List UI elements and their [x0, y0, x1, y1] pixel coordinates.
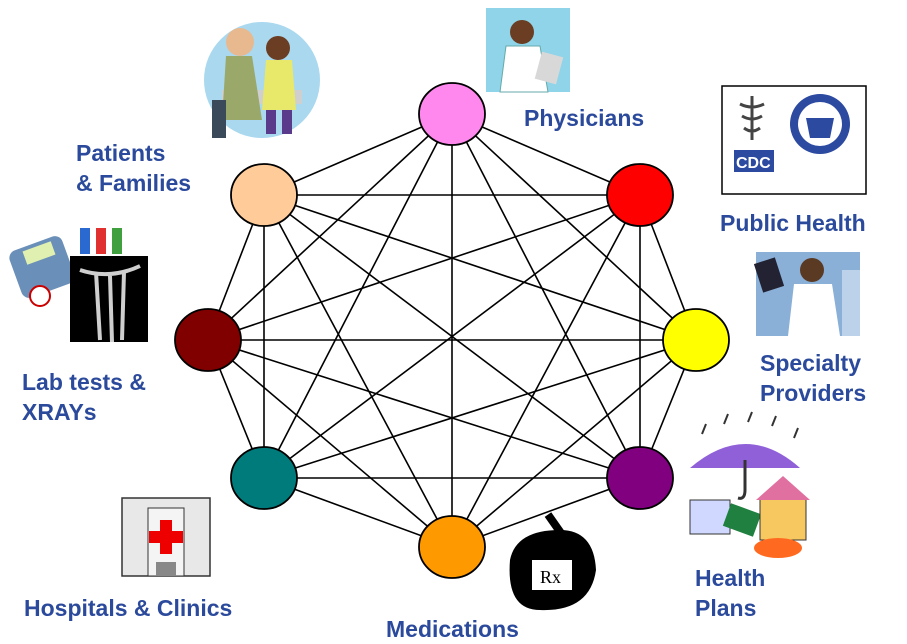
- edge-physicians-specialty-providers: [451, 113, 697, 341]
- node-specialty-providers: [662, 308, 730, 372]
- edge-physicians-public-health: [451, 113, 641, 196]
- node-lab-tests-xrays: [174, 308, 242, 372]
- edge-health-plans-lab-tests-xrays: [207, 339, 641, 479]
- node-hospitals-clinics: [230, 446, 298, 510]
- edge-physicians-hospitals-clinics: [263, 113, 453, 479]
- node-patients-families: [230, 163, 298, 227]
- label-line: Lab tests &: [22, 369, 146, 395]
- cdc-logo-text: CDC: [736, 155, 771, 172]
- physician-clipart: [486, 8, 570, 93]
- label-specialty-providers: Specialty Providers: [760, 348, 866, 408]
- edge-public-health-medications: [451, 194, 641, 548]
- label-line: Specialty: [760, 350, 861, 376]
- edge-specialty-providers-patients-families: [263, 194, 697, 341]
- node-medications: [418, 515, 486, 579]
- rx-mortar-clipart: Rx: [509, 512, 596, 611]
- edge-specialty-providers-medications: [451, 339, 697, 548]
- specialty-provider-clipart: [753, 252, 860, 336]
- patients-families-clipart: [204, 22, 320, 138]
- label-line: Medications: [386, 616, 519, 642]
- label-hospitals-clinics: Hospitals & Clinics: [24, 593, 232, 623]
- label-line: Hospitals & Clinics: [24, 595, 233, 621]
- edge-specialty-providers-hospitals-clinics: [263, 339, 697, 479]
- label-medications: Medications: [386, 614, 519, 644]
- label-health-plans: Health Plans: [695, 563, 765, 623]
- label-line: Plans: [695, 595, 757, 621]
- label-line: Providers: [760, 380, 867, 406]
- edge-medications-patients-families: [263, 194, 453, 548]
- hospital-clipart: [121, 497, 211, 577]
- label-line: XRAYs: [22, 399, 97, 425]
- edge-physicians-patients-families: [263, 113, 453, 196]
- label-lab-tests-xrays: Lab tests & XRAYs: [22, 367, 146, 427]
- edge-public-health-lab-tests-xrays: [207, 194, 641, 341]
- edge-health-plans-patients-families: [263, 194, 641, 479]
- lab-tests-clipart: [9, 228, 148, 343]
- node-circles: [174, 82, 730, 579]
- node-health-plans: [606, 446, 674, 510]
- label-line: & Families: [76, 170, 192, 196]
- label-line: Physicians: [524, 105, 645, 131]
- edge-physicians-health-plans: [451, 113, 641, 479]
- health-plans-clipart: [689, 411, 810, 558]
- rx-text: Rx: [540, 567, 561, 587]
- label-line: Patients: [76, 140, 166, 166]
- public-health-clipart: CDC: [721, 85, 867, 195]
- label-public-health: Public Health: [720, 208, 866, 238]
- edge-physicians-lab-tests-xrays: [207, 113, 453, 341]
- label-physicians: Physicians: [524, 103, 644, 133]
- node-physicians: [418, 82, 486, 146]
- label-line: Health: [695, 565, 766, 591]
- edge-medications-lab-tests-xrays: [207, 339, 453, 548]
- label-line: Public Health: [720, 210, 866, 236]
- node-public-health: [606, 163, 674, 227]
- label-patients-families: Patients & Families: [76, 138, 191, 198]
